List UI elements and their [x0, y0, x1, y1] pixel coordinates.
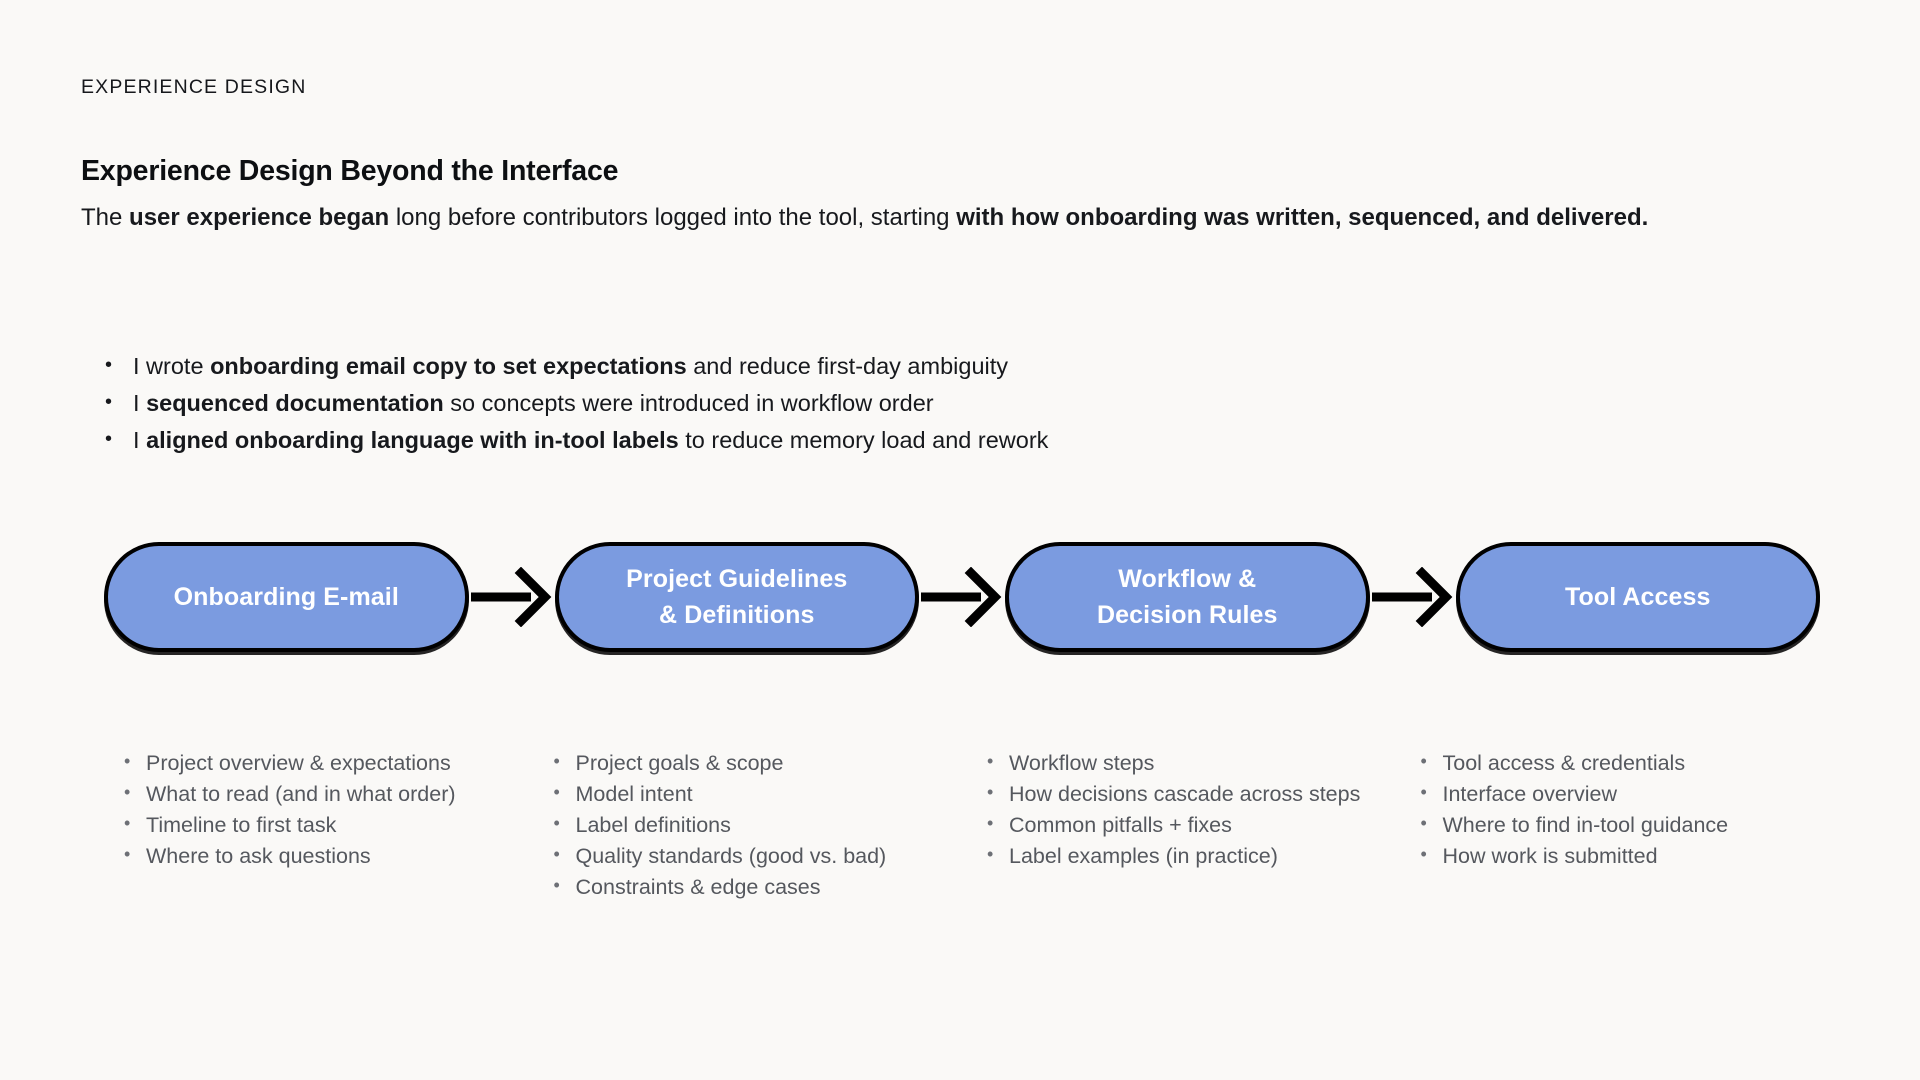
list-item: How work is submitted [1417, 839, 1799, 872]
detail-list: Workflow steps How decisions cascade acr… [983, 746, 1365, 872]
list-item: Quality standards (good vs. bad) [550, 839, 932, 872]
intro-bold-1: user experience began [129, 204, 390, 231]
list-item: Tool access & credentials [1417, 746, 1799, 779]
list-item: Workflow steps [983, 746, 1365, 779]
list-item: Label examples (in practice) [983, 839, 1365, 872]
highlights-list: I wrote onboarding email copy to set exp… [97, 347, 1737, 459]
detail-list: Tool access & credentials Interface over… [1417, 746, 1799, 872]
flow-node-onboarding-email[interactable]: Onboarding E-mail [104, 542, 469, 652]
highlight-tail: to reduce memory load and rework [678, 427, 1049, 453]
flow-node-label: Tool Access [1564, 583, 1711, 611]
list-item: I sequenced documentation so concepts we… [97, 384, 1737, 422]
list-item: Project goals & scope [550, 746, 932, 779]
list-item: Project overview & expectations [120, 746, 502, 779]
onboarding-flow-diagram: Onboarding E-mail Project Guidelines & D… [104, 536, 1820, 658]
flow-node-tool-access[interactable]: Tool Access [1455, 542, 1820, 652]
flow-node-label: Workflow & Decision Rules [1096, 565, 1278, 629]
list-item: Model intent [550, 777, 932, 810]
detail-list: Project overview & expectations What to … [120, 746, 502, 872]
flow-arrow-2 [919, 567, 1005, 627]
list-item: I aligned onboarding language with in-to… [97, 421, 1737, 459]
flow-node-label: Onboarding E-mail [173, 583, 399, 611]
list-item: How decisions cascade across steps [983, 777, 1365, 810]
eyebrow-label: EXPERIENCE DESIGN [81, 76, 307, 98]
highlight-lead: I wrote [133, 353, 211, 379]
flow-node-label: Project Guidelines & Definitions [626, 565, 848, 629]
detail-column-project-guidelines: Project goals & scope Model intent Label… [528, 746, 958, 903]
detail-column-workflow-decision-rules: Workflow steps How decisions cascade acr… [957, 746, 1391, 903]
list-item: Where to ask questions [120, 839, 502, 872]
highlight-bold: aligned onboarding language with in-tool… [146, 427, 679, 453]
page-title: Experience Design Beyond the Interface [81, 155, 619, 187]
list-item: Where to find in-tool guidance [1417, 808, 1799, 841]
highlight-tail: and reduce first-day ambiguity [686, 353, 1009, 379]
intro-paragraph: The user experience began long before co… [81, 197, 1781, 239]
flow-arrow-1 [469, 567, 555, 627]
detail-column-tool-access: Tool access & credentials Interface over… [1391, 746, 1825, 903]
highlight-tail: so concepts were introduced in workflow … [443, 390, 934, 416]
list-item: Label definitions [550, 808, 932, 841]
highlight-lead: I [133, 390, 147, 416]
detail-list: Project goals & scope Model intent Label… [550, 746, 932, 903]
list-item: Timeline to first task [120, 808, 502, 841]
flow-node-project-guidelines[interactable]: Project Guidelines & Definitions [554, 542, 919, 652]
intro-text-2: long before contributors logged into the… [389, 204, 957, 231]
intro-bold-2: with how onboarding was written, sequenc… [956, 204, 1649, 231]
list-item: Common pitfalls + fixes [983, 808, 1365, 841]
highlight-bold: sequenced documentation [146, 390, 444, 416]
list-item: I wrote onboarding email copy to set exp… [97, 347, 1737, 385]
list-item: Interface overview [1417, 777, 1799, 810]
detail-column-onboarding-email: Project overview & expectations What to … [104, 746, 528, 903]
flow-node-workflow-decision-rules[interactable]: Workflow & Decision Rules [1005, 542, 1370, 652]
intro-text-1: The [81, 204, 130, 231]
list-item: What to read (and in what order) [120, 777, 502, 810]
highlight-lead: I [133, 427, 147, 453]
flow-arrow-3 [1370, 567, 1456, 627]
stage-detail-columns: Project overview & expectations What to … [104, 746, 1825, 903]
highlight-bold: onboarding email copy to set expectation… [210, 353, 687, 379]
list-item: Constraints & edge cases [550, 870, 932, 903]
